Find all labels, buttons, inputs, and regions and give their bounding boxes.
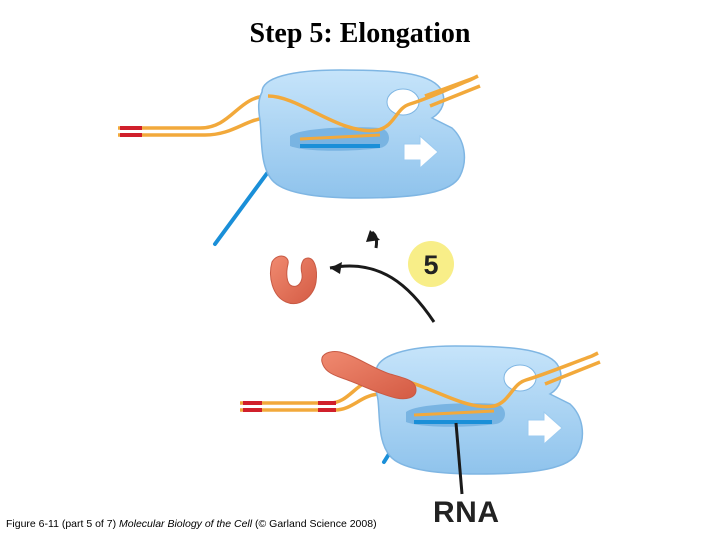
slide-title: Step 5: Elongation [249, 18, 471, 49]
top-dna-upstream [118, 94, 269, 137]
top-rna-strand [213, 170, 270, 246]
bottom-dna-template [379, 351, 599, 409]
departing-sigma-factor [321, 351, 417, 400]
rna-label: RNA [433, 496, 500, 529]
caption-figure-number: Figure 6-11 (part 5 of 7) [6, 518, 120, 530]
bottom-direction-arrow [527, 410, 563, 446]
caption-book-title: Molecular Biology of the Cell [119, 518, 253, 530]
bottom-elongation-complex [240, 345, 601, 495]
released-sigma-factor [270, 255, 317, 304]
top-dna-downstream [429, 84, 481, 108]
figure-caption: Figure 6-11 (part 5 of 7) Molecular Biol… [6, 518, 377, 530]
bottom-rna-polymerase [373, 345, 584, 475]
top-rna-polymerase [257, 69, 466, 199]
rna-pointer-line [454, 422, 464, 495]
step-number: 5 [423, 250, 438, 280]
caption-credit: (© Garland Science 2008) [252, 518, 377, 530]
top-dna-template [267, 74, 479, 133]
release-arrow [329, 230, 436, 323]
step-badge: 5 [408, 241, 454, 287]
top-direction-arrow [403, 134, 439, 170]
top-elongation-complex [118, 69, 481, 246]
